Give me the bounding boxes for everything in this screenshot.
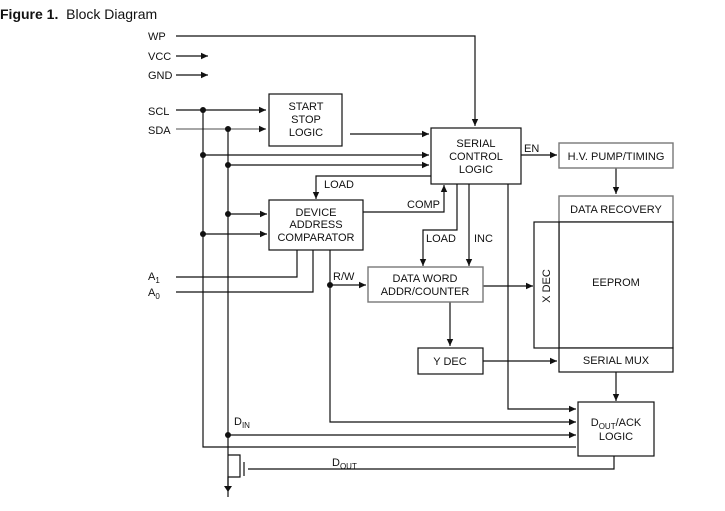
junction-dot [225, 126, 231, 132]
svg-text:Y DEC: Y DEC [433, 356, 466, 368]
block-device-address-comparator: DEVICE ADDRESS COMPARATOR [268, 199, 364, 251]
block-x-dec: X DEC [533, 221, 560, 349]
wire-load-to-counter [419, 184, 458, 266]
svg-text:ADDRESS: ADDRESS [289, 219, 342, 231]
junction-dot [200, 107, 206, 113]
svg-text:DEVICE: DEVICE [296, 207, 337, 219]
svg-text:STOP: STOP [291, 114, 321, 126]
block-serial-mux: SERIAL MUX [558, 347, 674, 373]
svg-text:H.V. PUMP/TIMING: H.V. PUMP/TIMING [568, 151, 665, 163]
block-start-stop-logic: START STOP LOGIC [268, 93, 343, 147]
wire-a1 [176, 250, 298, 278]
signal-inc-label: INC [474, 233, 493, 245]
svg-text:LOGIC: LOGIC [599, 431, 633, 443]
figure-caption: Block Diagram [66, 6, 158, 22]
pin-wp-label: WP [148, 31, 166, 43]
figure-title: Figure 1. Block Diagram [0, 6, 157, 22]
signal-dout-label: DOUT [332, 457, 357, 471]
wire-a0 [176, 250, 314, 293]
svg-text:COMPARATOR: COMPARATOR [277, 232, 354, 244]
pin-a1-label: A1 [148, 271, 160, 285]
svg-text:EEPROM: EEPROM [592, 277, 640, 289]
wire-wp [176, 35, 479, 126]
wire-load-to-comparator [312, 175, 431, 199]
svg-text:CONTROL: CONTROL [449, 151, 503, 163]
block-data-word-addr-counter: DATA WORD ADDR/COUNTER [367, 266, 484, 303]
wire-scl-bus [202, 110, 576, 448]
pin-vcc-label: VCC [148, 51, 171, 63]
svg-text:DOUT/ACK: DOUT/ACK [591, 417, 642, 431]
svg-text:ADDR/COUNTER: ADDR/COUNTER [381, 286, 470, 298]
wire-rw [329, 250, 576, 426]
block-data-recovery: DATA RECOVERY [558, 195, 674, 223]
signal-load-counter-label: LOAD [426, 233, 456, 245]
svg-text:SERIAL MUX: SERIAL MUX [583, 355, 650, 367]
svg-text:LOGIC: LOGIC [459, 164, 493, 176]
transistor-channel [227, 454, 241, 488]
svg-text:START: START [288, 101, 323, 113]
pin-a0-label: A0 [148, 287, 160, 301]
svg-text:DATA RECOVERY: DATA RECOVERY [570, 204, 662, 216]
signal-comp-label: COMP [407, 199, 440, 211]
svg-text:DATA WORD: DATA WORD [393, 273, 458, 285]
signal-en-label: EN [524, 143, 539, 155]
block-hv-pump-timing: H.V. PUMP/TIMING [558, 142, 674, 169]
block-eeprom: EEPROM [558, 221, 674, 349]
svg-text:X DEC: X DEC [541, 269, 553, 303]
block-dout-ack-logic: DOUT/ACK LOGIC [577, 401, 655, 457]
figure-number: Figure 1. [0, 6, 59, 22]
signal-din-label: DIN [234, 416, 250, 430]
block-serial-control-logic: SERIAL CONTROL LOGIC [430, 127, 522, 185]
svg-text:SERIAL: SERIAL [456, 138, 495, 150]
wire-comp [363, 185, 448, 213]
signal-rw-label: R/W [333, 271, 355, 283]
pin-sda-label: SDA [148, 125, 171, 137]
pin-scl-label: SCL [148, 106, 169, 118]
ground-arrow-icon [224, 486, 232, 492]
wire-control-to-dout [507, 184, 576, 413]
svg-text:LOGIC: LOGIC [289, 127, 323, 139]
signal-load-label: LOAD [324, 179, 354, 191]
pin-gnd-label: GND [148, 70, 173, 82]
block-y-dec: Y DEC [417, 347, 484, 375]
wire-dout [248, 456, 615, 470]
